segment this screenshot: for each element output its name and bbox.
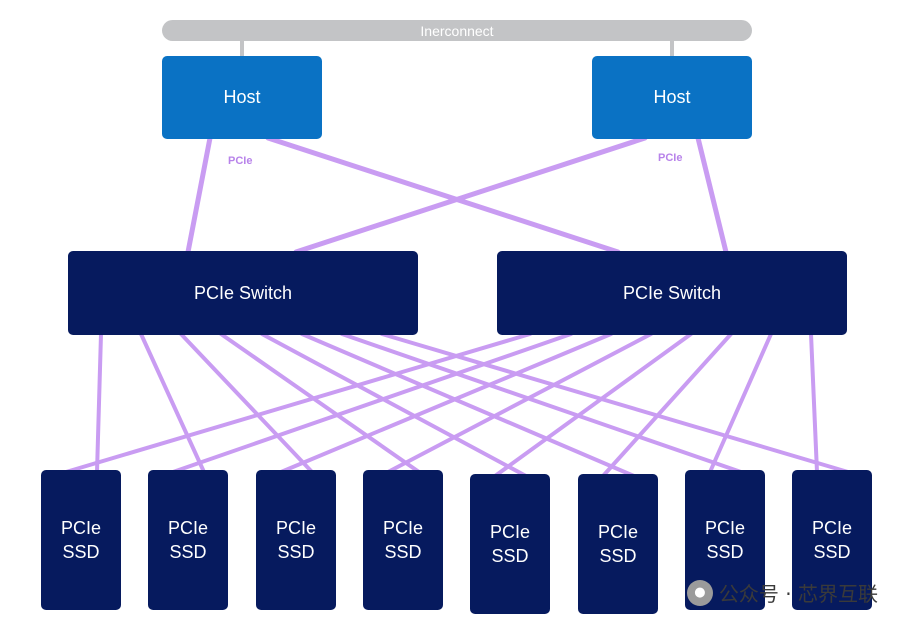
switch-ssd-link [95,332,103,474]
switch-ssd-link [601,332,733,478]
host-label: Host [653,87,691,107]
switch-ssd-link [380,332,850,474]
switch-ssd-link [171,332,573,474]
ssd-8: PCIe SSD [792,470,872,610]
ssd-label-line1: PCIe [704,518,746,538]
host-switch-link [265,135,621,255]
pcie-link-label-right: PCIe [658,152,683,164]
switch-ssd-link [708,332,773,474]
ssd-5: PCIe SSD [470,474,550,614]
ssd-label-line2: SSD [491,546,529,566]
ssd-label-line1: PCIe [489,522,531,542]
interconnect-label: Inerconnect [420,22,494,39]
host-switch-link [185,135,213,255]
switch-ssd-link [300,332,636,478]
ssd-label-line2: SSD [169,542,207,562]
switch-ssd-link [260,332,528,478]
ssd-label-line1: PCIe [811,518,853,538]
wechat-icon: ● [686,579,713,606]
host-switch-link [293,135,648,255]
switch-label: PCIe Switch [193,282,293,303]
switch-ssd-link [219,332,421,474]
ssd-label-line1: PCIe [275,518,317,538]
ssd-label-line2: SSD [62,542,100,562]
pcie-switch-right: PCIe Switch [497,251,847,335]
interconnect-bus: Inerconnect [162,20,752,41]
watermark-text: 公众号 · 芯界互联 [718,582,878,606]
switch-ssd-link [386,332,653,474]
ssd-1: PCIe SSD [41,470,121,610]
ssd-label-line2: SSD [384,542,422,562]
ssd-3: PCIe SSD [256,470,336,610]
switch-ssd-link [139,332,206,474]
switch-ssd-link [493,332,693,478]
ssd-label-line2: SSD [277,542,315,562]
ssd-label-line1: PCIe [167,518,209,538]
ssd-label-line1: PCIe [60,518,102,538]
watermark: ● 公众号 · 芯界互联 [686,578,878,607]
host-switch-link [695,135,729,255]
ssd-label-line2: SSD [706,542,744,562]
pcie-switch-left: PCIe Switch [68,251,418,335]
host-left: Host [162,56,322,139]
switch-ssd-link [279,332,613,474]
ssd-label-line2: SSD [813,542,851,562]
switch-ssd-link [179,332,314,474]
host-right: Host [592,56,752,139]
ssd-label-line1: PCIe [382,518,424,538]
host-label: Host [223,87,261,107]
switch-ssd-link [340,332,743,474]
ssd-4: PCIe SSD [363,470,443,610]
ssd-6: PCIe SSD [578,474,658,614]
ssd-label-line2: SSD [599,546,637,566]
ssd-label-line1: PCIe [597,522,639,542]
switch-label: PCIe Switch [622,282,722,303]
pcie-link-label-left: PCIe [228,155,253,167]
switch-ssd-link [809,332,819,474]
ssd-2: PCIe SSD [148,470,228,610]
